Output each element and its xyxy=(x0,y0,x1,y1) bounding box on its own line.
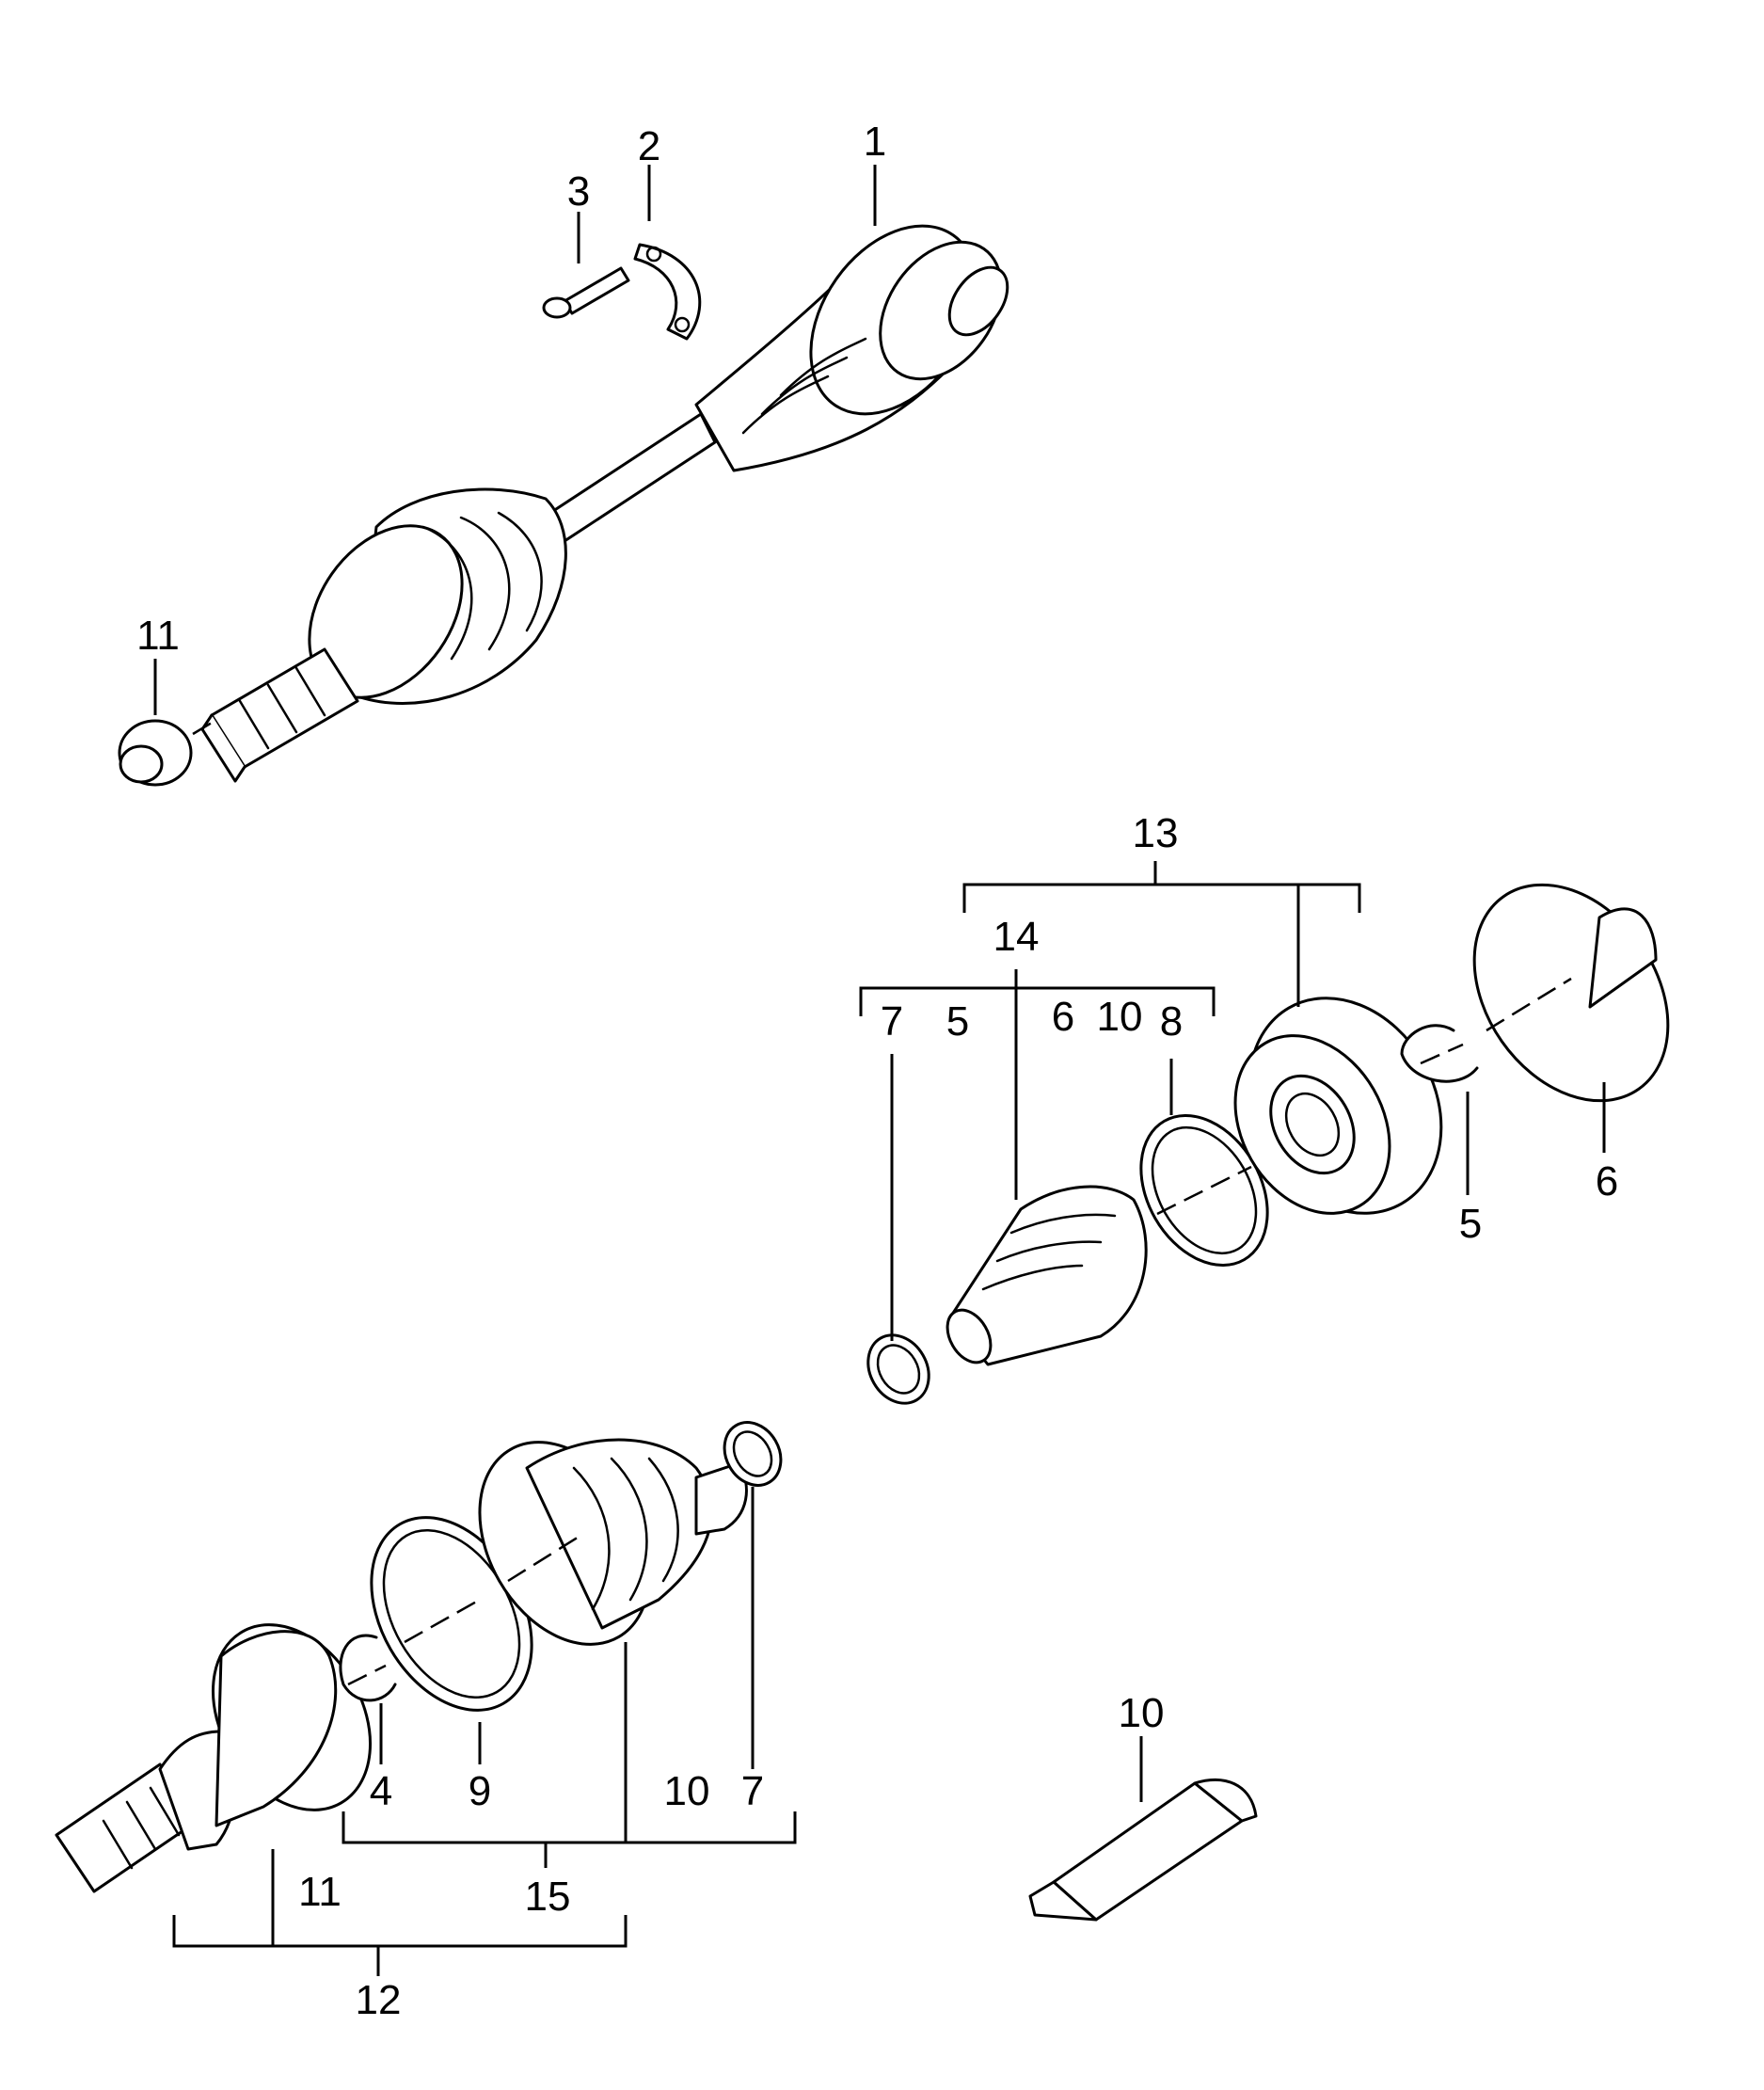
splined-stub xyxy=(200,647,359,783)
callout-13: 13 xyxy=(1133,810,1179,856)
callout-labels: 1 2 3 11 13 14 7 5 6 10 8 5 6 10 4 9 10 … xyxy=(136,119,1618,2023)
shaft-tube xyxy=(548,412,717,543)
collar-nut-top xyxy=(118,718,217,787)
callout-10-bottom: 10 xyxy=(664,1768,710,1814)
large-clamp-inner xyxy=(1139,1114,1269,1267)
inner-boot xyxy=(946,1185,1148,1366)
grease-tube xyxy=(1028,1778,1258,1922)
callout-10-tube: 10 xyxy=(1119,1690,1165,1736)
inner-joint-boot xyxy=(694,224,1009,472)
leader-lines xyxy=(153,165,1606,1976)
callout-11-bottom: 11 xyxy=(298,1869,342,1915)
callout-14-7: 7 xyxy=(881,998,903,1045)
callout-14: 14 xyxy=(993,914,1040,960)
circlip-outer xyxy=(339,1634,397,1702)
callout-11-top: 11 xyxy=(136,613,180,659)
callout-6-right: 6 xyxy=(1596,1158,1618,1205)
callout-14-6: 6 xyxy=(1052,994,1074,1040)
callout-7-bottom: 7 xyxy=(741,1768,764,1814)
callout-3: 3 xyxy=(567,168,590,215)
callout-9: 9 xyxy=(469,1768,491,1814)
bolt xyxy=(542,266,630,319)
callout-14-5: 5 xyxy=(946,998,969,1045)
callout-12: 12 xyxy=(356,1977,402,2023)
callout-1: 1 xyxy=(864,119,886,165)
cover-cap-inner xyxy=(1472,883,1670,1103)
outer-cv-joint xyxy=(55,1623,373,1893)
small-clamp-outer xyxy=(723,1421,783,1487)
outer-joint-boot xyxy=(308,487,567,705)
cv-joint-inner xyxy=(1233,997,1443,1215)
drive-shaft-assembly xyxy=(200,224,1009,783)
callout-15: 15 xyxy=(525,1874,571,1920)
lock-plate xyxy=(633,243,702,341)
callout-14-10: 10 xyxy=(1097,994,1143,1040)
circlip-inner xyxy=(1400,1024,1479,1083)
callout-5-right: 5 xyxy=(1459,1201,1482,1247)
callout-14-8: 8 xyxy=(1160,998,1183,1045)
callout-2: 2 xyxy=(638,123,660,169)
outer-boot xyxy=(478,1438,748,1646)
callout-4: 4 xyxy=(370,1768,392,1814)
small-clamp-inner xyxy=(866,1333,930,1405)
